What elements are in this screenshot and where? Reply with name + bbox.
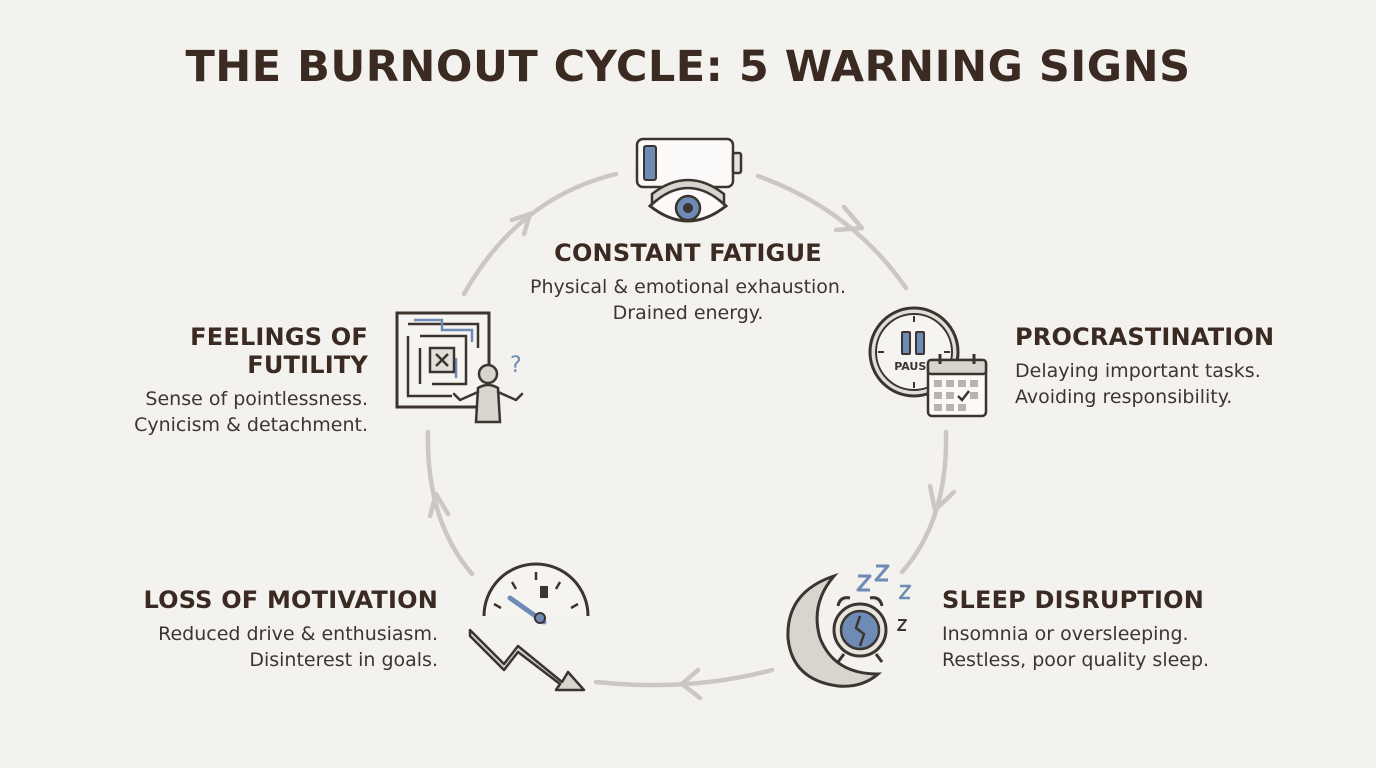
cycle-arrow-motivation-to-futility	[425, 429, 475, 577]
sign-feelings-of-futility: FEELINGS OF FUTILITY Sense of pointlessn…	[66, 323, 368, 438]
sleep-disruption-line-2: Restless, poor quality sleep.	[942, 649, 1210, 671]
procrastination-line-1: Delaying important tasks.	[1015, 360, 1261, 382]
loss-of-motivation-line-1: Reduced drive & enthusiasm.	[158, 623, 438, 645]
sign-sleep-disruption: SLEEP DISRUPTION Insomnia or oversleepin…	[942, 586, 1262, 673]
cycle-arrow-sleep-to-motivation	[593, 667, 775, 688]
procrastination-heading: PROCRASTINATION	[1015, 323, 1275, 351]
battery-eye-icon	[635, 137, 743, 223]
page-title: THE BURNOUT CYCLE: 5 WARNING SIGNS	[185, 42, 1191, 92]
fuel-gauge-down-arrow-icon	[468, 562, 590, 692]
constant-fatigue-line-1: Physical & emotional exhaustion.	[529, 276, 847, 298]
sign-procrastination: PROCRASTINATION Delaying important tasks…	[1015, 323, 1315, 410]
cycle-arrow-fatigue-to-procrastination	[755, 173, 909, 291]
loss-of-motivation-heading: LOSS OF MOTIVATION	[143, 586, 438, 614]
pause-clock-calendar-icon: PAUSE	[868, 306, 988, 418]
sign-loss-of-motivation: LOSS OF MOTIVATION Reduced drive & enthu…	[136, 586, 438, 673]
sleep-disruption-line-1: Insomnia or oversleeping.	[942, 623, 1189, 645]
feelings-of-futility-heading: FEELINGS OF FUTILITY	[190, 323, 368, 379]
constant-fatigue-heading: CONSTANT FATIGUE	[554, 239, 822, 267]
maze-confused-person-icon: ?	[395, 311, 524, 424]
loss-of-motivation-line-2: Disinterest in goals.	[249, 649, 438, 671]
sign-constant-fatigue: CONSTANT FATIGUE Physical & emotional ex…	[510, 239, 866, 326]
moon-alarm-clock-icon	[786, 564, 912, 688]
pause-label: PAUSE	[894, 360, 934, 373]
feelings-of-futility-line-1: Sense of pointlessness.	[145, 388, 368, 410]
feelings-of-futility-line-2: Cynicism & detachment.	[134, 414, 368, 436]
svg-text:?: ?	[510, 353, 522, 378]
cycle-arrow-procrastination-to-sleep	[899, 429, 949, 575]
procrastination-line-2: Avoiding responsibility.	[1015, 386, 1233, 408]
sleep-disruption-heading: SLEEP DISRUPTION	[942, 586, 1204, 614]
constant-fatigue-line-2: Drained energy.	[612, 302, 764, 324]
